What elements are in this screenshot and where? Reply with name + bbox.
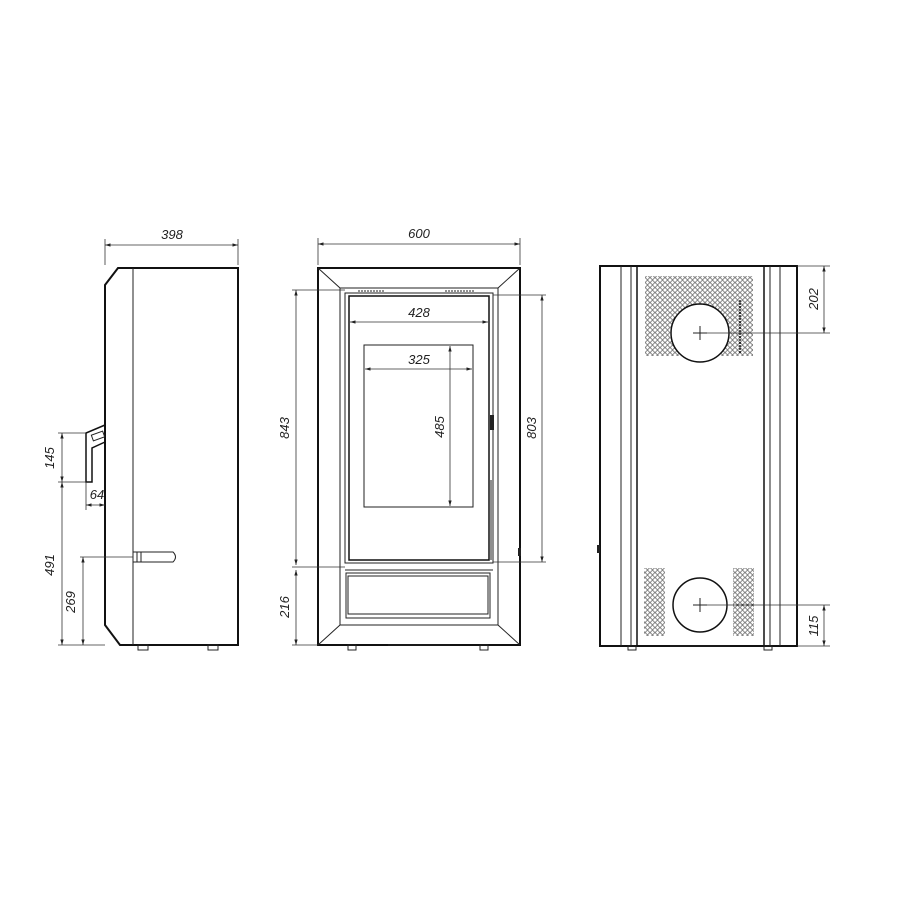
door-outline: [344, 292, 494, 564]
handle-slot: [90, 430, 106, 442]
side-foot: [207, 644, 219, 651]
dim-label-glass-width: 325: [408, 352, 430, 367]
front-frame-inner: [339, 287, 499, 626]
side-foot: [137, 644, 149, 651]
dim-label-air-control: 269: [63, 591, 78, 614]
bottom-vent-left: [644, 568, 665, 636]
air-control-lever: [132, 551, 176, 563]
front-foot: [479, 644, 489, 651]
dim-label-base-height: 216: [277, 595, 292, 618]
dim-label-width: 398: [161, 227, 183, 242]
door-glass-frame: [348, 295, 490, 561]
back-foot: [627, 645, 637, 651]
dim-label-handle-height: 145: [42, 446, 57, 468]
ash-drawer: [345, 572, 491, 619]
dim-label-front-width: 600: [408, 226, 430, 241]
dim-label-door-height: 843: [277, 416, 292, 438]
side-body-outline: [104, 267, 239, 646]
front-foot: [347, 644, 357, 651]
dim-label-firebox-width: 428: [408, 305, 430, 320]
side-view: 398 145 64 491 269: [42, 227, 239, 651]
bottom-vent-right: [733, 568, 754, 636]
dim-label-firebox-height: 803: [524, 416, 539, 438]
glass-window: [363, 344, 474, 508]
dim-label-top-flue: 202: [806, 287, 821, 310]
back-view: 202 115: [597, 265, 830, 651]
front-view: 600 843 216 803 428 325 485: [277, 226, 546, 651]
dim-label-handle-depth: 64: [90, 487, 104, 502]
door-handle-bracket: [85, 424, 106, 483]
back-foot: [763, 645, 773, 651]
dim-label-glass-height: 485: [432, 415, 447, 437]
dim-label-rear-flue: 115: [806, 615, 821, 636]
dim-label-handle-floor: 491: [42, 554, 57, 576]
door-hinge: [490, 415, 494, 430]
